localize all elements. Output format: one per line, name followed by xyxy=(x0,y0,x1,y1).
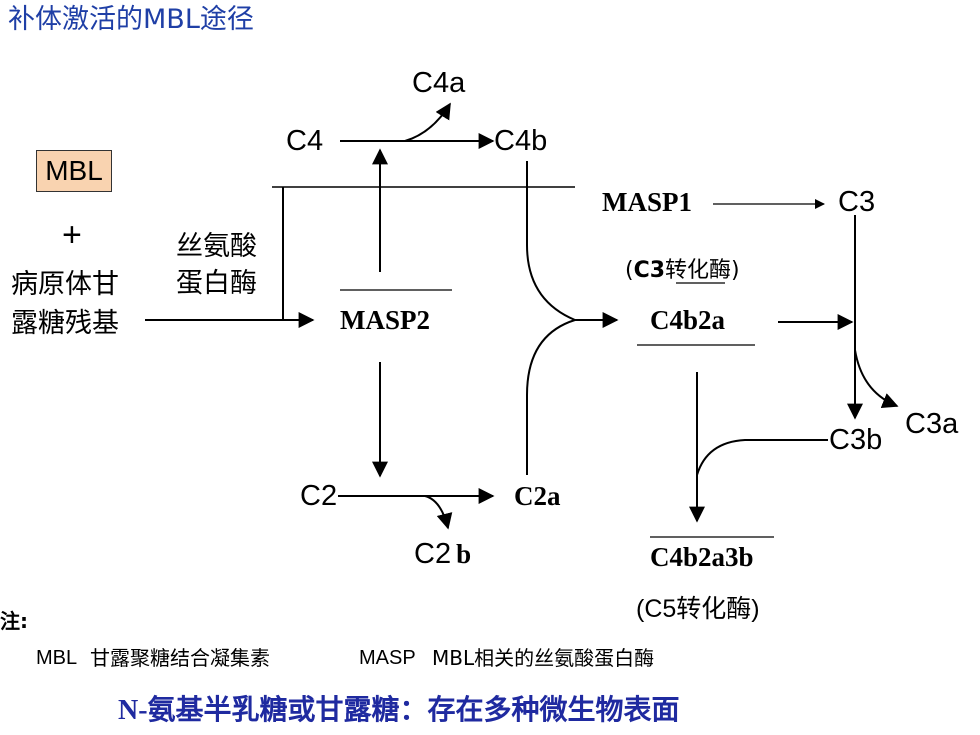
node-c3: C3 xyxy=(838,186,876,218)
line-c3b-back xyxy=(696,439,828,476)
note-mbl-definition: 甘露聚糖结合凝集素 xyxy=(90,646,270,670)
note-masp-definition: MBL相关的丝氨酸蛋白酶 xyxy=(432,646,655,670)
node-c4a: C4a xyxy=(412,67,466,99)
node-c4b2a3b: C4b2a3b xyxy=(650,542,754,572)
serine-protease-line2: 蛋白酶 xyxy=(176,268,257,299)
node-masp2: MASP2 xyxy=(340,305,430,335)
node-c2: C2 xyxy=(300,480,338,512)
node-c4: C4 xyxy=(286,125,324,157)
c3-convertase-bold: C3 xyxy=(633,258,666,283)
arrow-c4-to-c4a xyxy=(404,102,451,142)
node-c2b-c2: C2 xyxy=(414,538,452,570)
node-c2b: C2 b xyxy=(414,540,471,569)
arrow-c3-to-c3a xyxy=(854,349,899,409)
pathogen-label-line2: 露糖残基 xyxy=(11,308,119,339)
plus-sign: + xyxy=(62,216,82,254)
notes-label: 注: xyxy=(0,609,28,633)
footer-note: N-氨基半乳糖或甘露糖：存在多种微生物表面 xyxy=(118,695,680,726)
c3-convertase-paren: ( xyxy=(625,258,634,283)
pathogen-label-line1: 病原体甘 xyxy=(11,269,119,300)
note-mbl-term: MBL xyxy=(36,647,78,669)
node-c3b: C3b xyxy=(829,424,883,456)
line-c2a-merge xyxy=(526,319,576,475)
node-masp1: MASP1 xyxy=(602,187,692,217)
note-masp-term: MASP xyxy=(359,647,416,669)
node-c4b: C4b xyxy=(494,125,548,157)
node-c2b-b: b xyxy=(456,539,472,569)
mbl-box: MBL xyxy=(36,150,112,192)
line-c4b-merge xyxy=(526,161,576,321)
c5-convertase-label: (C5转化酶) xyxy=(636,595,760,623)
node-c3a: C3a xyxy=(905,408,959,440)
node-c4b2a: C4b2a xyxy=(650,305,726,335)
c3-convertase-rest: 转化酶) xyxy=(665,258,740,283)
node-c2a: C2a xyxy=(514,481,561,511)
arrow-c2-to-c2b xyxy=(424,495,453,530)
mbl-label: MBL xyxy=(45,155,103,186)
serine-protease-line1: 丝氨酸 xyxy=(176,231,257,262)
page-title: 补体激活的MBL途径 xyxy=(8,4,254,35)
c3-convertase-label: (C3转化酶) xyxy=(625,260,740,282)
